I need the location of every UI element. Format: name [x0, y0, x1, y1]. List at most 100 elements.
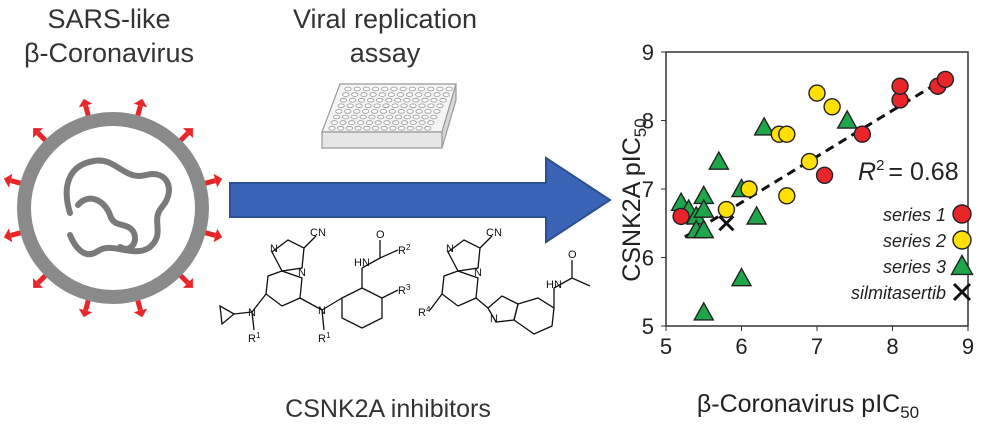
n-label-2a: N [446, 243, 454, 255]
plate-well [424, 92, 432, 97]
virus-title-line1: SARS-like [47, 4, 171, 34]
plate-well [436, 86, 444, 92]
legend-label: silmitasertib [851, 283, 946, 303]
plate-well [421, 97, 429, 103]
plate-well [392, 120, 400, 125]
plate-well [377, 114, 385, 120]
r2-letter: R [398, 245, 406, 257]
plate-well [353, 86, 361, 92]
r4-sup: 4 [426, 305, 431, 314]
virus-spike-head [3, 228, 13, 243]
plate-well [369, 92, 377, 97]
plate-well [436, 103, 444, 109]
y-tick-label: 6 [642, 246, 654, 271]
plate-well [374, 120, 382, 125]
plate-well [359, 114, 367, 120]
plate-well [356, 120, 365, 125]
plate-well [376, 97, 384, 103]
data-point [815, 166, 834, 185]
plate-well [370, 109, 379, 114]
data-point [672, 207, 690, 226]
plate-well [357, 97, 366, 103]
virus-spike-head [133, 98, 148, 108]
x-axis-label: β-Coronavirus pIC50 [697, 390, 919, 422]
y-axis-label: CSNK2A pIC50 [618, 118, 650, 281]
virus-spike-head [3, 173, 13, 188]
plate-well [418, 86, 426, 92]
plate-well [398, 125, 406, 131]
plate-well [427, 103, 435, 109]
data-point [753, 116, 775, 136]
x-tick-label: 8 [886, 334, 898, 359]
plate-well [424, 125, 432, 131]
plate-well [363, 125, 371, 131]
plate-well [348, 120, 356, 125]
plate-well [344, 86, 352, 92]
plate-well [406, 92, 414, 97]
virus-spike-head [78, 308, 93, 318]
x-axis-label-text: β-Coronavirus pIC [697, 390, 900, 418]
plate-well [337, 103, 345, 109]
y-axis-label-text: CSNK2A pIC [618, 137, 646, 282]
assay-title-line2: assay [349, 38, 421, 68]
data-point [708, 150, 730, 170]
plate-well [394, 97, 402, 103]
o-label-1: O [376, 229, 385, 241]
legend-label: series 2 [883, 231, 946, 251]
plate-well [433, 109, 441, 114]
plate-well [427, 120, 435, 125]
plate-well [362, 86, 371, 92]
plate-well [364, 103, 372, 109]
plate-well [403, 97, 411, 103]
plate-well [332, 114, 341, 120]
r3-letter: R [398, 285, 406, 297]
plate-well [353, 109, 361, 114]
plate-well [396, 92, 405, 97]
plate-well [400, 103, 408, 109]
r1-b-letter: R [318, 333, 326, 345]
plate-well [382, 103, 390, 109]
data-point [730, 267, 753, 287]
plate-well [360, 92, 368, 97]
chart-points [670, 70, 955, 321]
plate-well [406, 109, 414, 114]
plate-well [344, 109, 352, 114]
n-label-1c: N [248, 307, 256, 319]
r1-a-letter: R [248, 333, 256, 345]
virus-spike-head [213, 228, 223, 243]
data-point [717, 200, 736, 219]
plate-well [439, 97, 447, 103]
plate-well [380, 125, 388, 131]
y-tick-label: 5 [642, 314, 654, 339]
inhibitor-structures: CN N N N N R1 R1 HN O R2 R3 CN N N N R4 … [219, 227, 591, 345]
plate-well [348, 97, 357, 103]
r-squared-value: = 0.68 [888, 158, 958, 186]
legend-label: series 1 [883, 205, 946, 225]
x-axis-label-sub: 50 [900, 403, 919, 422]
r3-label: R3 [398, 283, 411, 297]
plate-well [337, 125, 345, 131]
plate-well [400, 120, 409, 125]
r-squared-symbol: R [858, 158, 876, 186]
n-label-2b: N [474, 267, 482, 279]
plate-well [415, 109, 423, 114]
plate-well [379, 109, 388, 114]
plate-well [371, 86, 380, 92]
data-point [836, 109, 858, 129]
plate-well [366, 97, 375, 103]
plate-well [409, 103, 417, 109]
plate-well [346, 103, 354, 109]
plate-well [328, 125, 336, 131]
plate-well [391, 103, 399, 109]
process-arrow [229, 156, 612, 244]
data-point [823, 98, 841, 116]
r3-sup: 3 [406, 283, 411, 292]
r2-label: R2 [398, 243, 411, 257]
plate-well [409, 120, 417, 125]
inhibitors-label: CSNK2A inhibitors [285, 395, 491, 423]
r4-letter: R [418, 307, 426, 319]
virus-spike-head [78, 98, 93, 108]
plate-well [354, 125, 362, 131]
